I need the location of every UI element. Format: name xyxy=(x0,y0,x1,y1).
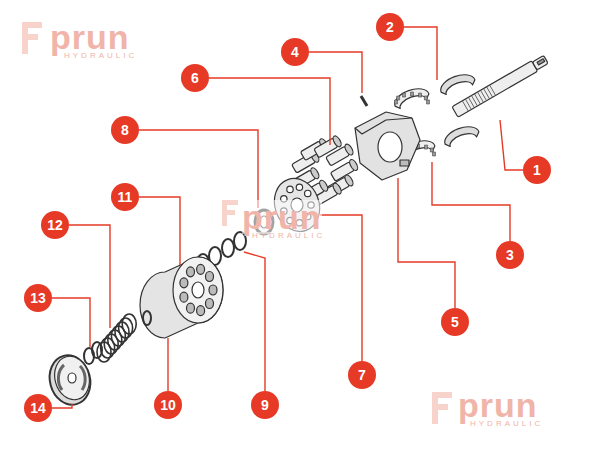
watermark: HYDRAULIC xyxy=(64,52,137,60)
callout-label: 7 xyxy=(358,368,366,382)
callout-number: 6 xyxy=(181,64,209,92)
callout-label: 12 xyxy=(47,218,63,232)
callout-number: 10 xyxy=(154,391,182,419)
callout-number: 4 xyxy=(281,38,309,66)
spring xyxy=(97,314,136,362)
callout-number: 14 xyxy=(24,394,52,422)
callout-label: 10 xyxy=(160,398,176,412)
callout-label: 11 xyxy=(118,190,133,204)
callout-number: 1 xyxy=(523,156,551,184)
callout-number: 13 xyxy=(24,284,52,312)
valve-plate xyxy=(44,351,96,410)
watermark: prun xyxy=(50,20,130,54)
pin xyxy=(361,96,367,106)
watermark: HYDRAULIC xyxy=(470,420,543,428)
watermark-logos xyxy=(22,22,452,424)
callout-label: 8 xyxy=(121,123,129,137)
callout-label: 6 xyxy=(191,71,199,85)
swashplate xyxy=(355,112,420,180)
drive-shaft xyxy=(452,54,549,117)
watermark: HYDRAULIC xyxy=(252,232,325,240)
callout-number: 9 xyxy=(251,391,279,419)
callout-label: 9 xyxy=(261,398,269,412)
callout-label: 1 xyxy=(533,163,541,177)
callout-label: 4 xyxy=(291,45,299,59)
callout-number: 2 xyxy=(376,13,404,41)
callout-label: 14 xyxy=(30,401,46,415)
callout-number: 11 xyxy=(111,183,139,211)
watermark: prun xyxy=(242,200,322,234)
spring-seats xyxy=(84,342,102,364)
cylinder-block xyxy=(140,257,223,338)
watermark: prun xyxy=(458,388,538,422)
upper-bearing xyxy=(392,70,477,109)
callout-number: 7 xyxy=(348,361,376,389)
callout-number: 3 xyxy=(496,241,524,269)
callout-label: 5 xyxy=(451,315,459,329)
leader-lines xyxy=(52,27,523,408)
callout-number: 5 xyxy=(441,308,469,336)
callout-label: 2 xyxy=(386,20,394,34)
callout-label: 13 xyxy=(30,291,46,305)
callout-number: 12 xyxy=(41,211,69,239)
callout-number: 8 xyxy=(111,116,139,144)
callout-label: 3 xyxy=(506,248,514,262)
